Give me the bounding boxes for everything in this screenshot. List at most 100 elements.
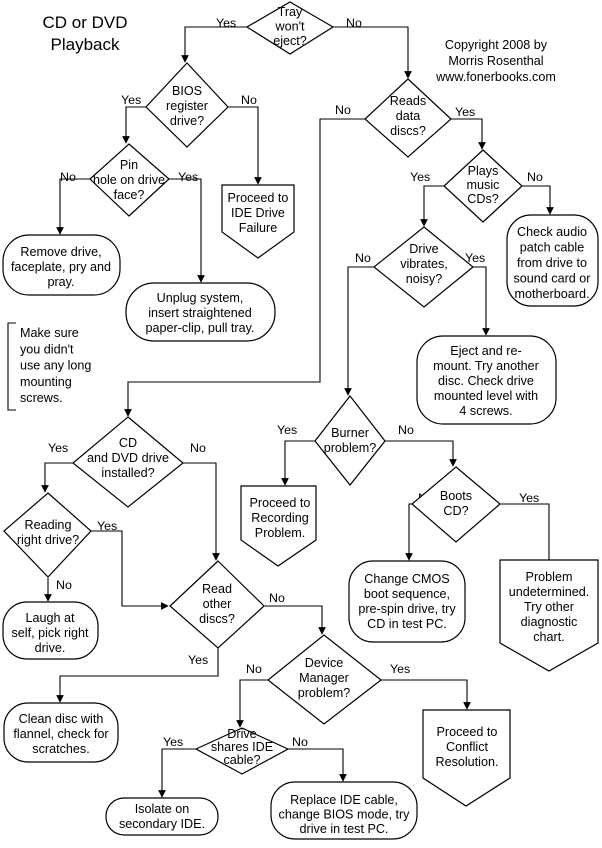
read-other-yes-connector <box>56 648 219 703</box>
bios-text-line: drive? <box>170 114 204 128</box>
ide-failure-text-line: Failure <box>239 221 278 235</box>
tray-text-line: eject? <box>273 34 307 48</box>
burner-yes-connector <box>281 440 315 486</box>
unplug-text-line: Unplug system, <box>157 291 244 305</box>
replace-ide-text-line: drive in test PC. <box>300 822 389 836</box>
shares-ide-no-label: No <box>292 735 308 749</box>
plays-music-no-label: No <box>527 170 543 184</box>
device-manager-no-label: No <box>246 662 262 676</box>
tray-yes-connector <box>181 26 247 63</box>
tray-no-connector <box>333 26 412 79</box>
shares-ide-text-line: shares IDE <box>211 740 273 754</box>
copyright-credit-line: Morris Rosenthal <box>448 54 543 68</box>
device-manager-text-line: Device <box>305 656 344 670</box>
audio-cable-text-line: motherboard. <box>515 287 590 301</box>
undetermined-text-line: diagnostic <box>521 615 578 629</box>
mounting-screws-note-line: use any long <box>20 359 91 373</box>
undetermined-text-line: Try other <box>524 600 574 614</box>
replace-ide-text-line: Replace IDE cable, <box>290 793 398 807</box>
pinhole-text-line: Pin <box>120 158 138 172</box>
clean-disc-text-line: Clean disc with <box>19 712 104 726</box>
remove-drive-text-line: faceplate, pry and <box>11 260 111 274</box>
plays-music-text-line: music <box>467 178 500 192</box>
read-other-no-connector <box>264 605 326 635</box>
note-bracket <box>7 322 16 411</box>
boots-cd-no-connector <box>405 503 413 561</box>
plays-music-text-line: Plays <box>468 164 499 178</box>
bios-no-connector <box>228 106 262 185</box>
bios-text-line: BIOS <box>172 84 202 98</box>
dvd-installed-yes-connector <box>41 462 73 493</box>
remount-text-line: Eject and re- <box>450 344 521 358</box>
right-drive-text-line: Reading <box>25 518 72 532</box>
recording-text-line: Proceed to <box>250 496 311 510</box>
shares-ide-yes-connector <box>158 748 196 798</box>
tray-yes-label: Yes <box>216 16 236 30</box>
isolate-text-line: secondary IDE. <box>119 817 205 831</box>
burner-no-connector <box>385 440 457 467</box>
read-other-text-line: other <box>203 597 232 611</box>
ide-failure-text-line: Proceed to <box>228 191 289 205</box>
undetermined-text-line: chart. <box>533 630 565 644</box>
device-manager-text-line: Manager <box>299 671 349 685</box>
shares-ide-no-connector <box>288 748 347 782</box>
right-drive-no-label: No <box>56 578 72 592</box>
right-drive-text-line: right drive? <box>17 533 79 547</box>
unplug-text-line: insert straightened <box>148 306 252 320</box>
shares-ide-text-line: Drive <box>227 727 256 741</box>
bios-yes-label: Yes <box>121 93 141 107</box>
boots-cd-text-line: Boots <box>440 489 472 503</box>
boots-cd-text-line: CD? <box>443 504 468 518</box>
recording-text-line: Problem. <box>255 526 305 540</box>
reads-data-no-label: No <box>335 103 351 117</box>
pinhole-yes-connector <box>169 178 205 283</box>
tray-text-line: Tray <box>278 5 303 19</box>
remove-drive-text-line: pray. <box>47 275 74 289</box>
device-manager-no-connector <box>236 679 268 728</box>
reads-data-text-line: Reads <box>390 94 426 108</box>
dvd-installed-text-line: installed? <box>101 466 154 480</box>
cmos-text-line: boot sequence, <box>364 587 450 601</box>
audio-cable-text-line: Check audio <box>517 225 587 239</box>
vibrates-text-line: vibrates, <box>400 257 448 271</box>
ide-failure-text-line: IDE Drive <box>231 206 285 220</box>
read-other-yes-label: Yes <box>188 653 208 667</box>
reads-data-no-connector <box>124 118 365 417</box>
read-other-text-line: Read <box>202 582 232 596</box>
tray-text-line: won't <box>274 20 305 34</box>
undetermined-text-line: Problem <box>526 570 573 584</box>
remount-text-line: mounted level with <box>434 389 538 403</box>
boots-cd-yes-label: Yes <box>519 491 539 505</box>
cmos-text-line: Change CMOS <box>364 572 449 586</box>
shares-ide-yes-label: Yes <box>163 735 183 749</box>
burner-text-line: problem? <box>324 441 377 455</box>
tray-no-label: No <box>346 16 362 30</box>
